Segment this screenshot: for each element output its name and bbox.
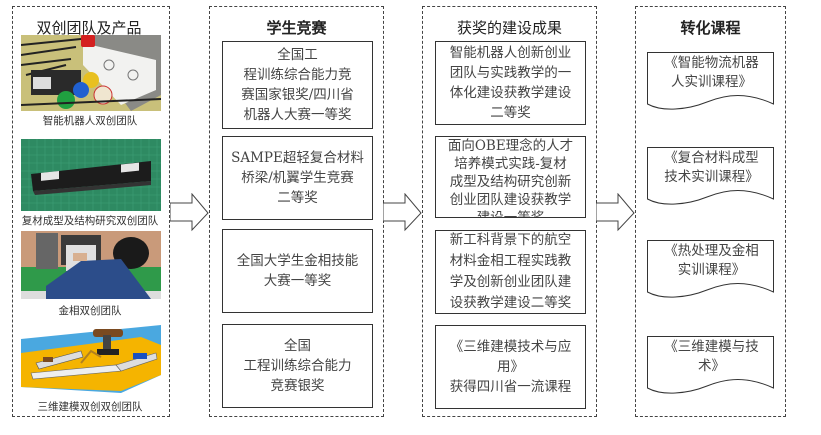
arrow-right-icon [383, 193, 422, 232]
column-awards: 获奖的建设成果 智能机器人创新创业 团队与实践教学的一 体化建设获教学建设 二等… [422, 6, 597, 417]
column-title: 学生竞赛 [266, 19, 327, 37]
document-shape-icon [647, 336, 774, 394]
course-title: 《三维建模与技 术》 [664, 339, 759, 374]
3d-model-render [21, 325, 161, 395]
column-teams-products: 双创团队及产品 智能机器人双创团队 [12, 6, 170, 417]
document-shape-icon [647, 147, 774, 205]
team-caption: 智能机器人双创团队 [42, 115, 138, 127]
document-shape-icon [647, 240, 774, 298]
award-box: 新工科背景下的航空 材料金相工程实践教 学及创新创业团队建 设获教学建设二等奖 [435, 230, 586, 314]
course-document: 《三维建模与技 术》 [647, 336, 774, 394]
column-title: 双创团队及产品 [36, 19, 142, 37]
document-shape-icon [647, 52, 774, 110]
course-title: 《智能物流机器 人实训课程》 [664, 55, 759, 90]
arrow-right-icon [170, 193, 209, 232]
award-box: 《三维建模技术与应 用》 获得四川省一流课程 [435, 325, 586, 409]
composite-beam-photo [21, 139, 161, 211]
team-caption: 金相双创团队 [58, 305, 122, 317]
course-title: 《热处理及金相 实训课程》 [664, 243, 759, 278]
competition-box: 全国工 程训练综合能力竞 赛国家银奖/四川省 机器人大赛一等奖 [222, 41, 373, 129]
course-document: 《智能物流机器 人实训课程》 [647, 52, 774, 110]
course-document: 《复合材料成型 技术实训课程》 [647, 147, 774, 205]
robot-kit-photo [21, 35, 161, 111]
column-title: 转化课程 [680, 19, 741, 37]
award-box: 面向OBE理念的人才 培养模式实践-复材 成型及结构研究创新 创业团队建设获教学… [435, 136, 586, 218]
course-title: 《复合材料成型 技术实训课程》 [664, 150, 759, 185]
competition-box: SAMPE超轻复合材料 桥梁/机翼学生竞赛 二等奖 [222, 136, 373, 220]
course-document: 《热处理及金相 实训课程》 [647, 240, 774, 298]
column-student-competitions: 学生竞赛 全国工 程训练综合能力竞 赛国家银奖/四川省 机器人大赛一等奖 SAM… [209, 6, 384, 417]
competition-box: 全国 工程训练综合能力 竞赛银奖 [222, 324, 373, 408]
team-caption: 复材成型及结构研究双创团队 [21, 215, 159, 227]
column-title: 获奖的建设成果 [456, 19, 562, 37]
award-box: 智能机器人创新创业 团队与实践教学的一 体化建设获教学建设 二等奖 [435, 41, 586, 125]
team-caption: 三维建模双创双创团队 [37, 401, 143, 413]
arrow-right-icon [596, 193, 635, 232]
microscope-photo [21, 231, 161, 299]
competition-box: 全国大学生金相技能 大赛一等奖 [222, 229, 373, 313]
column-courses: 转化课程 《智能物流机器 人实训课程》 《复合材料成型 技术实训课程》 《热处理… [635, 6, 786, 417]
